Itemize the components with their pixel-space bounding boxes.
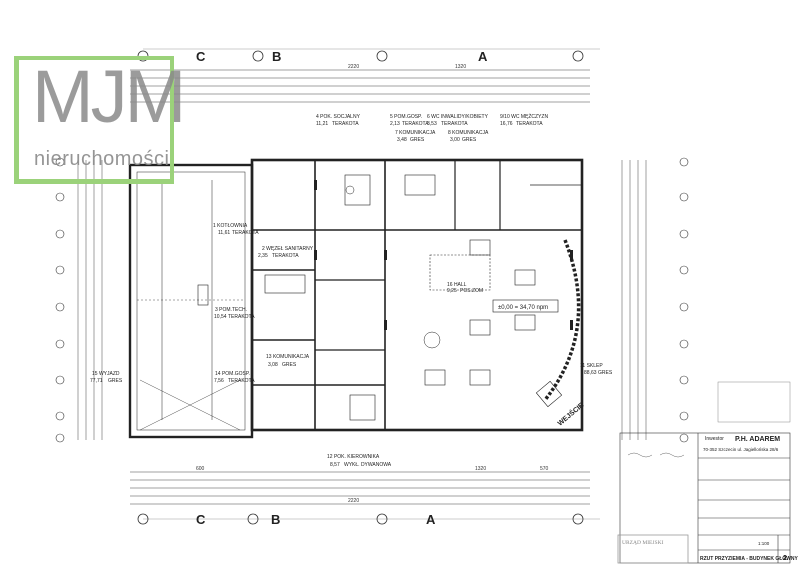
investor-address: 70-352 Szczecin ul. Jagiellońska 28/6 xyxy=(703,447,779,452)
logo-subtitle: nieruchomości xyxy=(34,148,170,170)
room-1-finish: TERAKOTA xyxy=(232,230,259,236)
room-13-label: 13 KOMUNIKACJA xyxy=(266,354,310,360)
room-12-area: 8,57 xyxy=(330,462,340,468)
dim-570-bottom: 570 xyxy=(540,466,549,472)
drawing-title: RZUT PRZYZIEMIA - BUDYNEK GŁÓWNY xyxy=(700,554,799,562)
room-6-label: 6 WC INWALIDY/KOBIETY xyxy=(427,114,489,120)
dimension-chains-bottom xyxy=(130,471,590,505)
room-5-label: 5 POM.GOSP. xyxy=(390,114,422,120)
axis-b-bottom: B xyxy=(271,512,280,527)
room-2-area: 2,35 xyxy=(258,253,268,259)
room-8-label: 8 KOMUNIKACJA xyxy=(448,130,489,136)
wyjazd-hall xyxy=(128,163,254,439)
logo-frame xyxy=(14,56,174,184)
room-14-area: 7,56 xyxy=(214,378,224,384)
stamp-text: URZĄD MIEJSKI xyxy=(622,540,664,546)
room-2-label: 2 WĘZEŁ SANITARNY xyxy=(262,246,314,252)
room-15-finish: GRES xyxy=(108,378,123,384)
room-3-label: 3 POM.TECH. xyxy=(215,307,247,313)
room-5-area: 2,13 xyxy=(390,121,400,127)
dimension-chains-top xyxy=(130,69,590,103)
room-7-label: 7 KOMUNIKACJA xyxy=(395,130,436,136)
room-1-label: 1 KOTŁOWNIA xyxy=(213,223,248,229)
investor-name: P.H. ADAREM xyxy=(735,436,780,443)
mjm-logo: MJM nieruchomości xyxy=(14,40,199,190)
room-4-area: 11,21 xyxy=(316,121,328,127)
axis-c-top: C xyxy=(196,49,206,64)
sheet-number: 2 xyxy=(783,555,787,562)
office-stamp xyxy=(617,534,689,564)
room-9-label: 9/10 WC MĘŻCZYZN xyxy=(500,113,548,120)
room-15-label: 15 WYJAZD xyxy=(92,371,120,377)
dim-total-bottom: 2220 xyxy=(348,498,359,504)
room-6-finish: TERAKOTA xyxy=(441,121,468,127)
room-16-label: 16 HALL xyxy=(447,282,467,288)
drawing-scale: 1:100 xyxy=(758,541,770,546)
room-7-area: 3,48 xyxy=(397,137,407,143)
dim-1320-top: 1320 xyxy=(455,64,466,70)
logo-brand: MJM xyxy=(32,55,186,138)
signature-scribbles xyxy=(627,381,791,458)
level-mark: ±0,00 = 34,70 npm xyxy=(498,305,548,311)
room-2-finish: TERAKOTA xyxy=(272,253,299,259)
title-block xyxy=(619,432,791,564)
room-9-finish: TERAKOTA xyxy=(516,121,543,127)
room-11-area: 88,63 xyxy=(584,370,597,376)
investor-label: Inwestor xyxy=(705,436,724,442)
axis-c-bottom: C xyxy=(196,512,206,527)
room-12-label: 12 POK. KIEROWNIKA xyxy=(327,454,380,460)
room-11-label: 11 SKLEP xyxy=(580,363,603,369)
room-7-finish: GRES xyxy=(410,137,425,143)
room-9-area: 16,76 xyxy=(500,121,513,127)
room-6-area: 3,53 xyxy=(427,121,437,127)
room-8-finish: GRES xyxy=(462,137,477,143)
room-16-area: 9,25 xyxy=(447,288,457,294)
dim-total-top: 2220 xyxy=(348,64,359,70)
room-3-finish: TERAKOTA xyxy=(228,314,255,320)
room-3-area: 10,54 xyxy=(214,314,227,320)
axis-a-bottom: A xyxy=(426,512,436,527)
room-12-finish: WYKŁ. DYWANOWA xyxy=(344,462,392,468)
dim-1320-bottom: 1320 xyxy=(475,466,486,472)
room-4-label: 4 POK. SOCJALNY xyxy=(316,114,361,120)
axis-a-top: A xyxy=(478,49,488,64)
room-1-area: 11,61 xyxy=(218,230,230,236)
room-5-finish: TERAKOTA xyxy=(402,121,429,127)
room-14-label: 14 POM.GOSP. xyxy=(215,371,250,377)
axis-b-top: B xyxy=(272,49,281,64)
room-4-finish: TERAKOTA xyxy=(332,121,359,127)
level-box xyxy=(492,299,559,313)
room-13-finish: GRES xyxy=(282,362,297,368)
dimension-chains-right xyxy=(621,160,647,440)
room-15-area: 77,71 xyxy=(90,378,103,384)
main-building xyxy=(250,158,584,432)
room-13-area: 3,08 xyxy=(268,362,278,368)
room-16-finish: POS.ZOM xyxy=(460,288,483,294)
room-8-area: 3,00 xyxy=(450,137,460,143)
room-11-finish: GRES xyxy=(598,370,613,376)
room-14-finish: TERAKOTA xyxy=(228,378,255,384)
dim-600-bottom: 600 xyxy=(196,466,205,472)
dimension-chains-left xyxy=(77,160,103,440)
